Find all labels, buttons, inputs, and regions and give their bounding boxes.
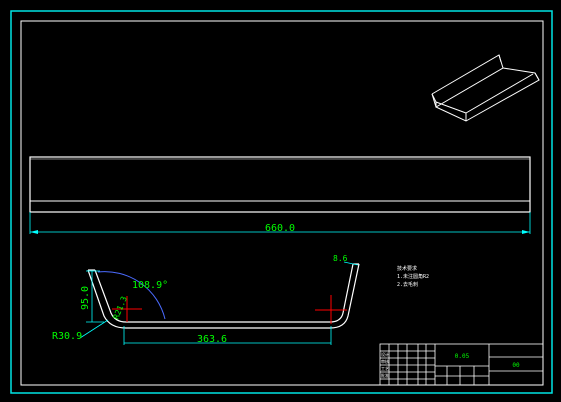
outer-radius-text: R30.9: [52, 331, 82, 342]
section-profile: [87, 263, 360, 329]
width-dimension: [123, 326, 332, 345]
front-view: [29, 156, 531, 213]
inner-radius-text: R21.3: [112, 295, 129, 321]
inner-frame: [20, 20, 544, 386]
title-block-row-label: 审核: [381, 358, 389, 364]
note-line: 技术要求: [397, 265, 417, 272]
outer-radius-leader: [79, 319, 109, 339]
angle-arc: [97, 271, 166, 320]
title-block-scale: 0.05: [455, 353, 470, 360]
title-block-row-label: 批准: [381, 372, 389, 378]
height-dimension-text: 95.0: [80, 286, 91, 310]
center-mark-left: [112, 296, 142, 322]
thickness-text: 8.6: [333, 254, 348, 263]
length-dimension-text: 660.0: [265, 223, 295, 234]
width-dimension-text: 363.6: [197, 334, 227, 345]
isometric-view: [431, 54, 540, 122]
technical-notes: 技术要求 1.未注圆角R2 2.去毛刺: [397, 265, 429, 288]
title-block-drawing-no: 00: [512, 362, 520, 369]
thickness-leader: [343, 261, 359, 266]
center-mark-right: [315, 295, 347, 324]
front-view-outline: [29, 156, 531, 213]
title-block-row-label: 工艺: [381, 366, 389, 371]
title-block: [379, 343, 544, 386]
height-dimension: [86, 270, 104, 323]
note-line: 2.去毛刺: [397, 281, 418, 288]
length-dimension: [29, 212, 531, 234]
outer-frame: [10, 10, 553, 394]
note-line: 1.未注圆角R2: [397, 273, 429, 280]
angle-dimension-text: 108.9°: [132, 280, 168, 291]
title-block-row-label: 设计: [381, 351, 389, 357]
